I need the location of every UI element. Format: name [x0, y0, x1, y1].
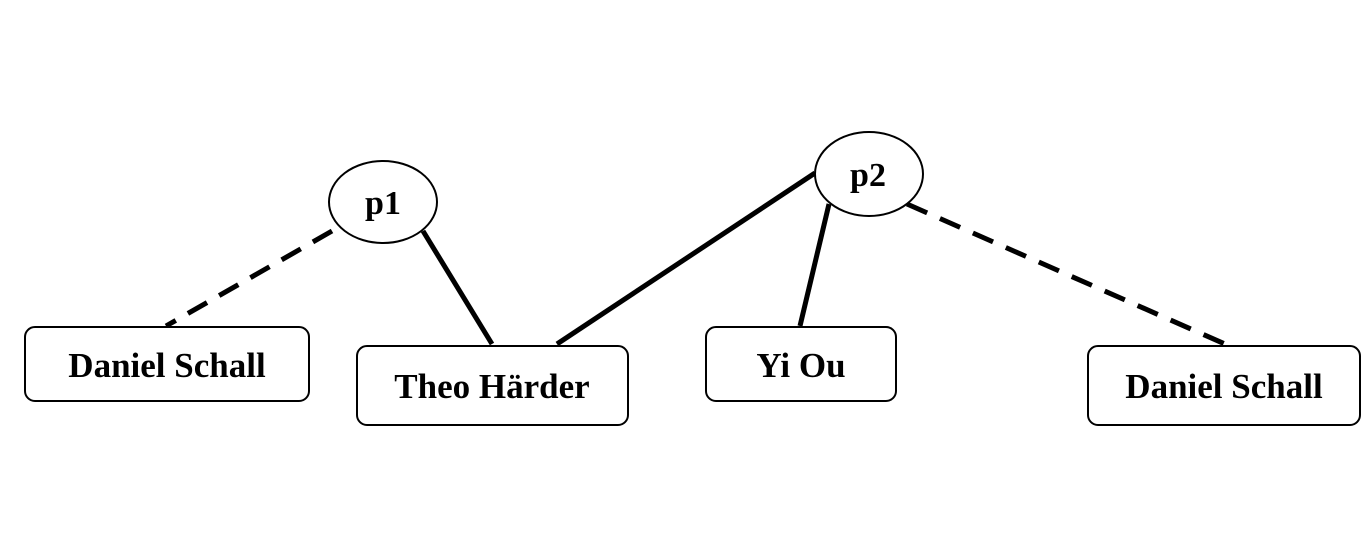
author-node-daniel-schall-right: Daniel Schall — [1087, 345, 1361, 426]
paper-node-p2: p2 — [814, 131, 924, 217]
author-node-theo-harder: Theo Härder — [356, 345, 629, 426]
paper-node-p1: p1 — [328, 160, 438, 244]
paper-label-p1: p1 — [365, 185, 401, 222]
edge-p2-theo-harder — [555, 170, 817, 347]
author-label-daniel-schall-left: Daniel Schall — [68, 346, 266, 385]
edge-p1-theo-harder — [420, 229, 495, 346]
author-label-daniel-schall-right: Daniel Schall — [1125, 367, 1323, 406]
edge-p2-daniel-schall-right — [905, 201, 1227, 347]
author-label-theo-harder: Theo Härder — [394, 367, 589, 406]
author-node-yi-ou: Yi Ou — [705, 326, 897, 402]
author-node-daniel-schall-left: Daniel Schall — [24, 326, 310, 402]
edge-p2-yi-ou — [797, 203, 832, 327]
edge-p1-daniel-schall-left — [164, 228, 334, 329]
paper-label-p2: p2 — [850, 157, 886, 194]
author-label-yi-ou: Yi Ou — [756, 346, 845, 385]
